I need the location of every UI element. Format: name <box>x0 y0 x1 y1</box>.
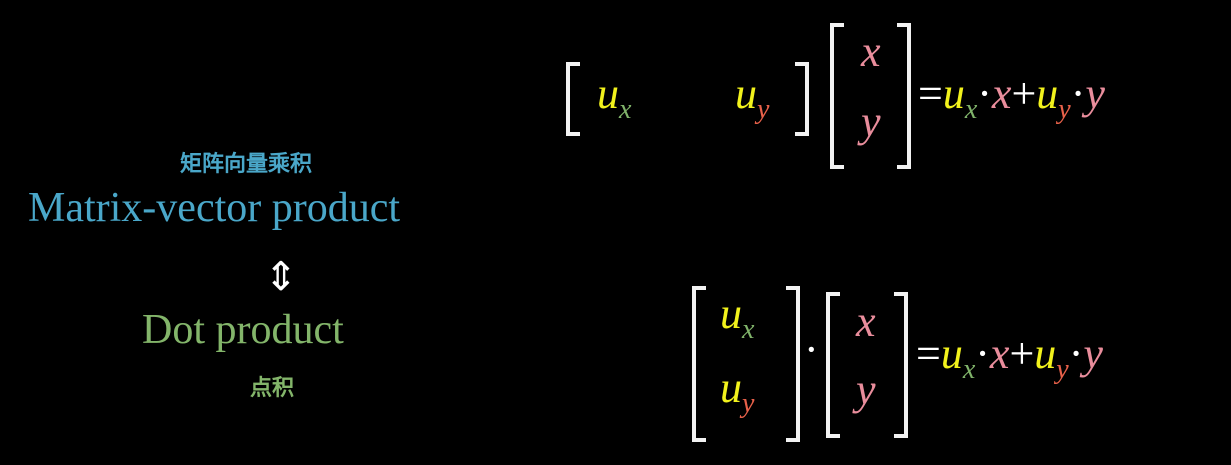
dot-product-cn: 点积 <box>250 376 295 401</box>
dot-product-label: Dot product <box>142 307 344 353</box>
top-result: =ux·x+uy·y <box>918 69 1105 125</box>
vector-right-bracket <box>894 292 908 438</box>
matrix-vector-product-label: Matrix-vector product <box>28 185 401 231</box>
vector-y: y <box>861 97 881 146</box>
u-y-entry: uy <box>735 69 770 125</box>
column-u-left-bracket <box>692 286 706 442</box>
matrix-vector-product-cn: 矩阵向量乘积 <box>180 152 313 177</box>
vector-y: y <box>856 365 876 414</box>
row-matrix-right-bracket <box>795 62 809 136</box>
row-matrix-left-bracket <box>566 62 580 136</box>
vector-right-bracket <box>897 23 911 169</box>
u-y-entry: uy <box>720 363 755 419</box>
vector-left-bracket <box>826 292 840 438</box>
bottom-result: =ux·x+uy·y <box>916 329 1103 385</box>
column-u-right-bracket <box>786 286 800 442</box>
dot-operator: · <box>804 325 819 374</box>
u-x-entry: ux <box>597 69 632 125</box>
u-x-entry: ux <box>720 289 755 345</box>
vector-left-bracket <box>830 23 844 169</box>
vector-x: x <box>861 27 881 76</box>
vector-x: x <box>856 297 876 346</box>
double-arrow-icon: ⇕ <box>264 254 298 300</box>
